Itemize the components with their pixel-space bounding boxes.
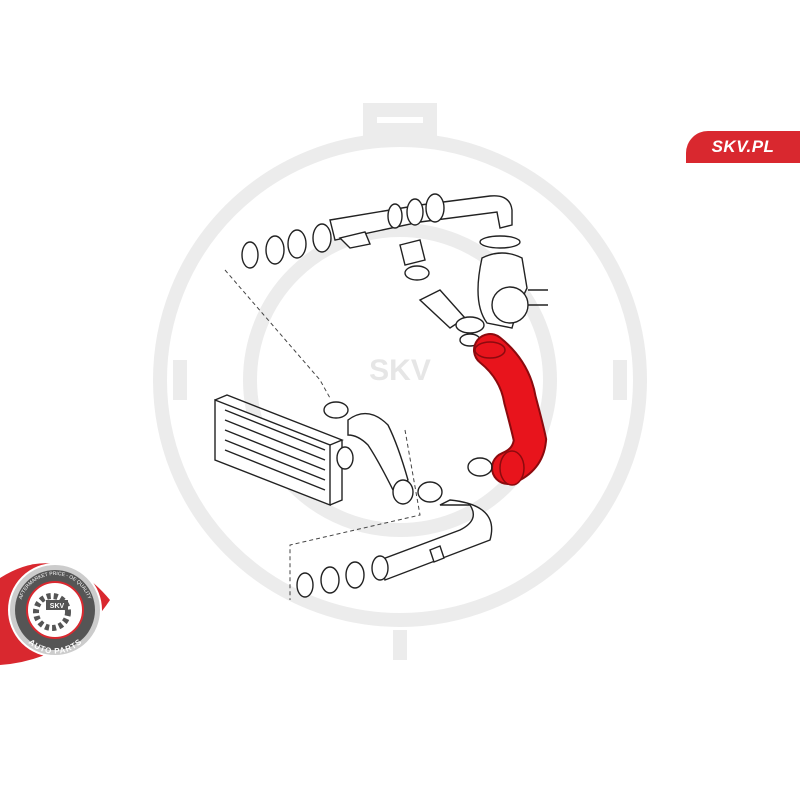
watermark-gear-icon — [153, 103, 647, 660]
intercooler-hose-highlighted — [473, 333, 548, 486]
turbocharger — [477, 235, 548, 329]
skv-auto-parts-badge: SKV AFTERMARKET PRICE - OE QUALITY AUTO … — [0, 563, 110, 665]
badge-center-text: SKV — [50, 603, 65, 610]
brand-label: SKV.PL — [711, 137, 775, 156]
intercooler — [214, 394, 354, 507]
upper-charge-pipe — [241, 193, 513, 269]
lower-hose — [323, 401, 443, 505]
brand-logo-tab: SKV.PL — [686, 131, 800, 163]
thermostat-housing — [399, 239, 430, 281]
sensor-connector — [418, 289, 485, 347]
lower-charge-pipe — [296, 499, 493, 598]
leader-lines — [224, 269, 421, 600]
hose-clamp — [467, 457, 493, 477]
watermark-text: SKV — [369, 354, 431, 387]
